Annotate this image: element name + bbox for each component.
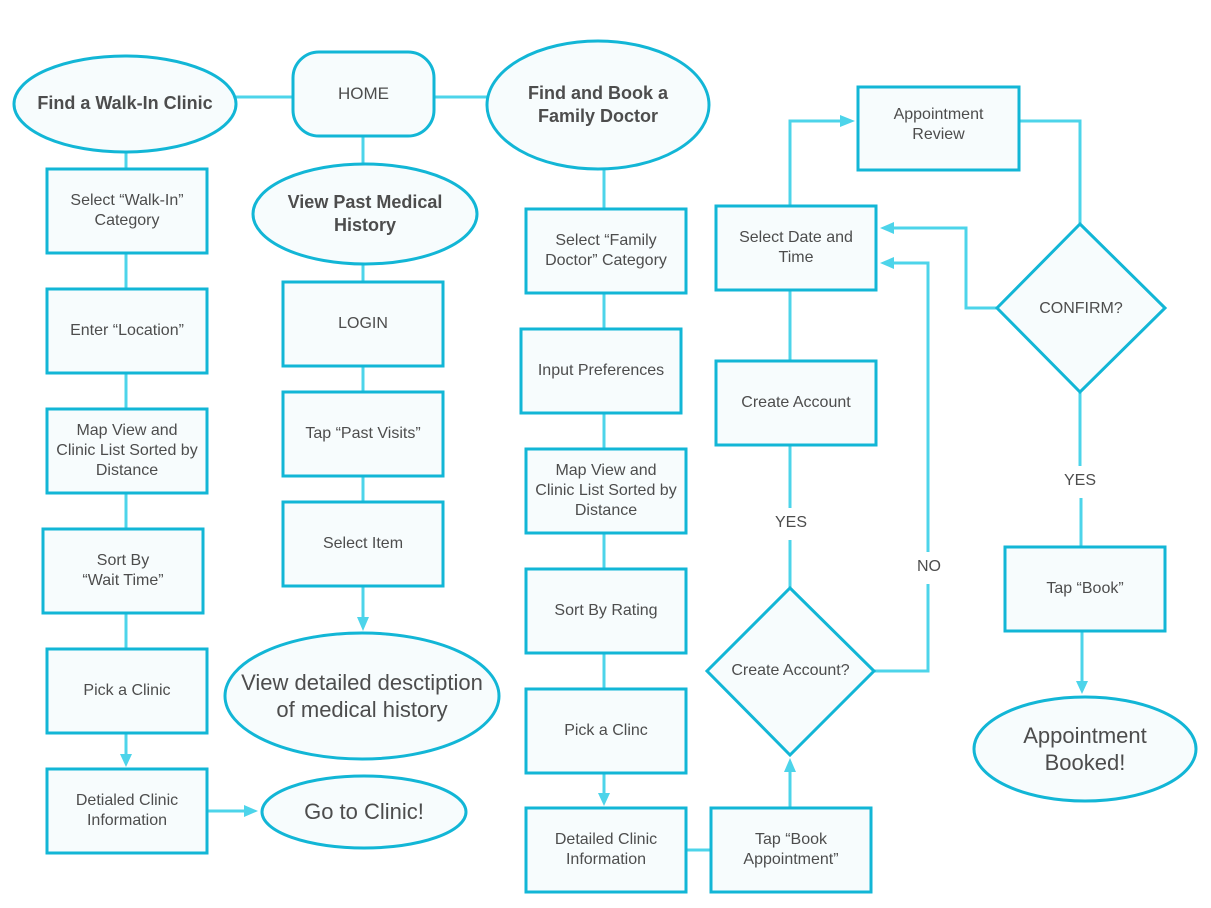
walkin-step-clinic-info[interactable]: Detialed Clinic Information: [75, 792, 179, 829]
history-step-login[interactable]: LOGIN: [338, 315, 388, 332]
fd-step-input-preferences[interactable]: Input Preferences: [537, 362, 665, 379]
fd-step-sort-rating[interactable]: Sort By Rating: [554, 602, 658, 619]
fd-step-pick-clinic[interactable]: Pick a Clinc: [564, 722, 648, 739]
fd-step-book-appointment[interactable]: Tap “Book Appointment”: [743, 831, 839, 868]
decision-confirm[interactable]: CONFIRM?: [1039, 300, 1123, 317]
decision-create-account[interactable]: Create Account?: [731, 662, 850, 679]
history-step3-shape: [281, 500, 445, 588]
arrow-book-decision: [784, 758, 796, 772]
select-date-shape: [714, 204, 878, 292]
walkin-step2-shape: [45, 287, 209, 375]
walkin-step6-shape: [45, 767, 209, 855]
decision-confirm-shape: [994, 221, 1168, 395]
history-end-shape: [223, 631, 501, 761]
walkin-step-pick-clinic[interactable]: Pick a Clinic: [83, 682, 171, 699]
select-date-node[interactable]: Select Date and Time: [739, 229, 853, 266]
fd-step2-shape: [519, 327, 683, 415]
fd-step1-shape: [524, 207, 688, 295]
connector-review-confirm: [1019, 119, 1082, 224]
connector-decision-no-upper: [892, 261, 930, 552]
history-step1-shape: [281, 280, 445, 368]
arrow-book-end: [1076, 681, 1088, 694]
walkin-step5-shape: [45, 647, 209, 735]
edge-label-no-account: NO: [906, 556, 952, 578]
edge-label-yes-confirm: YES: [1055, 470, 1105, 492]
fd-step4-shape: [524, 567, 688, 655]
home-shape: [291, 50, 436, 138]
history-step2-shape: [281, 390, 445, 478]
fd-step-map-view[interactable]: Map View and Clinic List Sorted by Dista…: [535, 462, 677, 519]
arrow-history-end: [357, 617, 369, 631]
fd-step6-shape: [524, 806, 688, 894]
familydoctor-title-node[interactable]: Find and Book a Family Doctor: [527, 82, 668, 126]
walkin-title-node[interactable]: Find a Walk-In Clinic: [37, 93, 213, 114]
connector-select-review: [788, 119, 842, 206]
create-account-shape: [714, 359, 878, 447]
walkin-step-select-category[interactable]: Select “Walk-In” Category: [70, 192, 184, 229]
connectors: [120, 95, 1088, 852]
shapes: [12, 39, 1198, 894]
arrow-select-review: [840, 115, 855, 127]
arrow-walkin-end: [244, 805, 258, 817]
arrow-walkin-step6: [120, 754, 132, 767]
walkin-title-shape: [12, 54, 238, 154]
edge-label-yes-account: YES: [766, 512, 816, 534]
connector-confirm-select: [892, 226, 997, 310]
walkin-step1-shape: [45, 167, 209, 255]
create-account-node[interactable]: Create Account: [741, 394, 851, 411]
walkin-step-enter-location[interactable]: Enter “Location”: [70, 322, 184, 339]
arrow-fd-step6: [598, 793, 610, 806]
history-step-past-visits[interactable]: Tap “Past Visits”: [305, 425, 421, 442]
arrow-confirm-select: [880, 222, 894, 234]
walkin-step-map-view[interactable]: Map View and Clinic List Sorted by Dista…: [56, 422, 198, 479]
walkin-step4-shape: [41, 527, 205, 615]
review-node[interactable]: Appointment Review: [893, 106, 984, 143]
decision-account-shape: [704, 585, 877, 758]
history-title-node[interactable]: View Past Medical History: [287, 191, 443, 235]
familydoctor-title-shape: [485, 39, 711, 171]
fd-step-clinic-info[interactable]: Detailed Clinic Information: [554, 831, 658, 868]
review-shape: [856, 85, 1021, 172]
walkin-end-node[interactable]: Go to Clinic!: [304, 799, 424, 825]
fd-step7-shape: [709, 806, 873, 894]
fd-end-shape: [972, 695, 1198, 803]
connector-decision-no-lower: [874, 584, 930, 673]
arrow-no-select: [880, 257, 894, 269]
fd-step3-shape: [524, 447, 688, 535]
home-node[interactable]: HOME: [338, 84, 389, 104]
walkin-step-sort-wait-time[interactable]: Sort By “Wait Time”: [82, 552, 164, 589]
history-title-shape: [251, 162, 479, 266]
book-node[interactable]: Tap “Book”: [1046, 580, 1124, 597]
walkin-step3-shape: [45, 407, 209, 495]
history-step-select-item[interactable]: Select Item: [322, 535, 404, 552]
fd-step5-shape: [524, 687, 688, 775]
history-end-node[interactable]: View detailed desctiption of medical his…: [241, 669, 483, 723]
book-shape: [1003, 545, 1167, 633]
fd-step-select-category[interactable]: Select “Family Doctor” Category: [545, 232, 667, 269]
fd-end-node[interactable]: Appointment Booked!: [1023, 722, 1147, 776]
walkin-end-shape: [260, 774, 468, 850]
